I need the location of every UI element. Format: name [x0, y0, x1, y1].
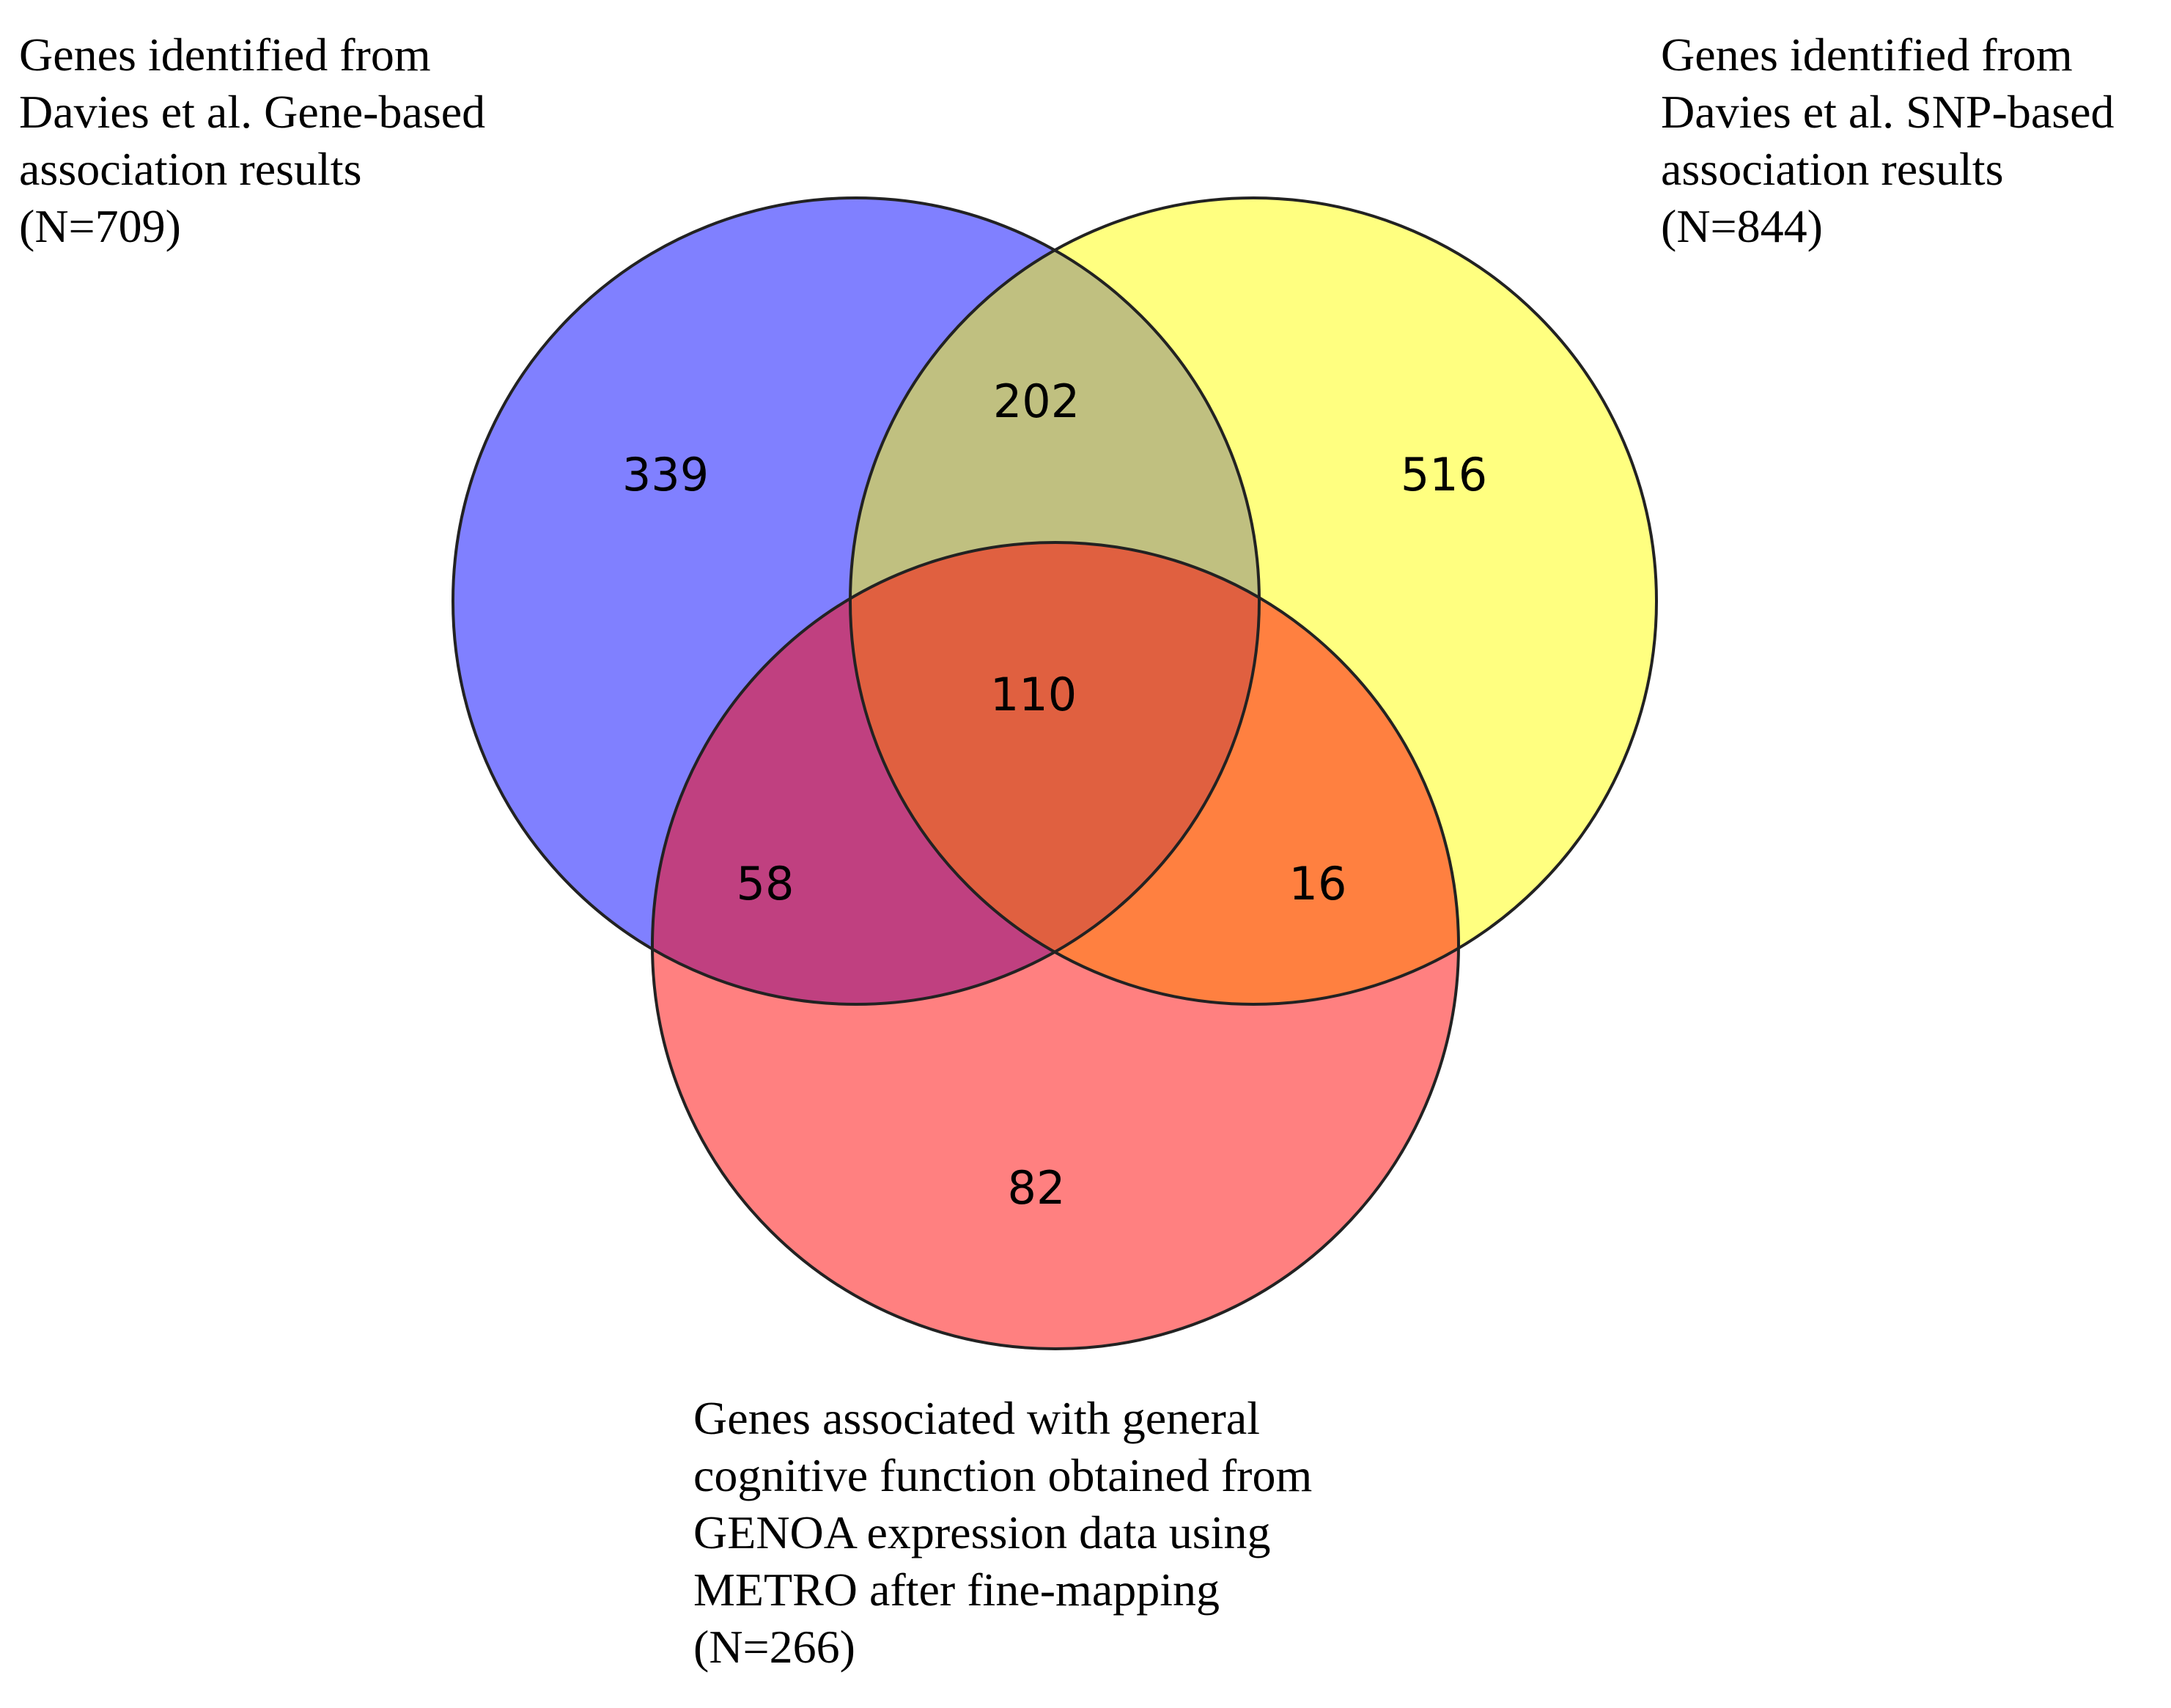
set-a-outline: [451, 196, 1261, 1006]
set-b-outline: [849, 196, 1658, 1006]
set-a-label-line: (N=709): [19, 200, 181, 252]
count-bc: 16: [1289, 857, 1347, 910]
count-ac: 58: [737, 857, 795, 910]
count-abc: 110: [990, 668, 1077, 721]
set-c-label-line: (N=266): [693, 1621, 855, 1673]
set-b-label-line: association results: [1661, 143, 2003, 195]
set-c-label-line: Genes associated with general: [693, 1392, 1260, 1444]
set-b-label: Genes identified from Davies et al. SNP-…: [1661, 29, 2126, 252]
count-c-only: 82: [1008, 1161, 1066, 1215]
set-c-label: Genes associated with general cognitive …: [693, 1392, 1324, 1673]
set-b-label-line: Genes identified from: [1661, 29, 2073, 81]
set-c-label-line: METRO after fine-mapping: [693, 1564, 1220, 1616]
set-c-label-line: cognitive function obtained from: [693, 1449, 1312, 1501]
set-b-label-line: Davies et al. SNP-based: [1661, 86, 2115, 138]
count-a-only: 339: [622, 448, 709, 501]
set-a-label-line: Genes identified from: [19, 29, 431, 81]
set-c-outline: [651, 541, 1460, 1350]
count-ab: 202: [993, 375, 1080, 428]
set-a-label: Genes identified from Davies et al. Gene…: [19, 29, 497, 252]
set-b-label-line: (N=844): [1661, 200, 1823, 252]
count-b-only: 516: [1401, 448, 1487, 501]
set-a-label-line: association results: [19, 143, 361, 195]
set-a-label-line: Davies et al. Gene-based: [19, 86, 485, 138]
set-c-label-line: GENOA expression data using: [693, 1506, 1270, 1558]
